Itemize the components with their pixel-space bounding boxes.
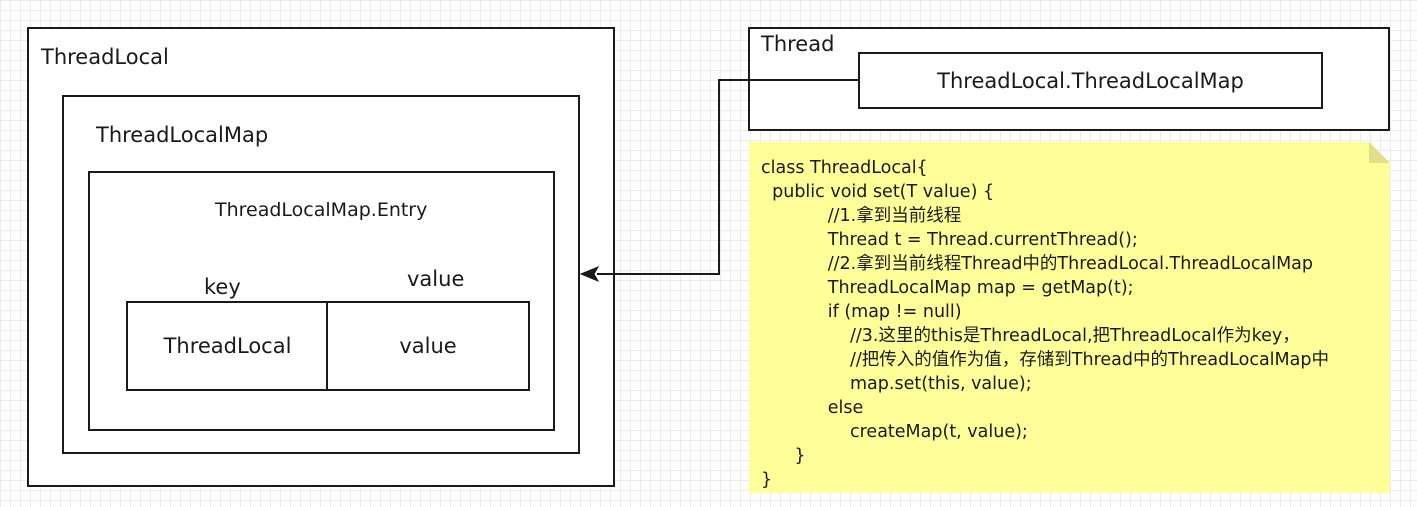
threadlocalmap-title: ThreadLocalMap — [96, 123, 269, 147]
code-line: createMap(t, value); — [761, 422, 1028, 442]
threadlocal-title: ThreadLocal — [41, 45, 169, 69]
thread-threadlocalmap-text: ThreadLocal.ThreadLocalMap — [937, 68, 1244, 93]
code-note — [749, 142, 1390, 493]
code-line: //把传入的值作为值，存储到Thread中的ThreadLocalMap中 — [761, 350, 1329, 370]
code-line: if (map != null) — [761, 302, 962, 322]
code-line: } — [761, 446, 806, 466]
thread-threadlocalmap-field: ThreadLocal.ThreadLocalMap — [858, 52, 1323, 109]
code-line: } — [761, 470, 773, 490]
code-line: else — [761, 398, 864, 418]
thread-title: Thread — [761, 32, 835, 56]
connector-line — [597, 79, 858, 275]
value-label: value — [407, 267, 465, 291]
arrow-head — [579, 265, 600, 283]
code-line: Thread t = Thread.currentThread(); — [761, 230, 1138, 250]
code-line: map.set(this, value); — [761, 374, 1032, 394]
entry-key-cell: ThreadLocal — [126, 301, 329, 391]
key-label: key — [204, 275, 241, 299]
entry-key-text: ThreadLocal — [163, 334, 292, 358]
code-line: public void set(T value) { — [761, 182, 995, 202]
entry-title: ThreadLocalMap.Entry — [215, 199, 428, 221]
code-line: //1.拿到当前线程 — [761, 206, 962, 226]
code-line: //3.这里的this是ThreadLocal,把ThreadLocal作为ke… — [761, 326, 1300, 346]
code-line: class ThreadLocal{ — [761, 158, 928, 178]
entry-value-cell: value — [326, 301, 530, 391]
entry-value-text: value — [399, 334, 457, 358]
code-line: ThreadLocalMap map = getMap(t); — [761, 278, 1134, 298]
code-lines: class ThreadLocal{ public void set(T val… — [761, 156, 1329, 492]
code-line: //2.拿到当前线程Thread中的ThreadLocal.ThreadLoca… — [761, 254, 1314, 274]
